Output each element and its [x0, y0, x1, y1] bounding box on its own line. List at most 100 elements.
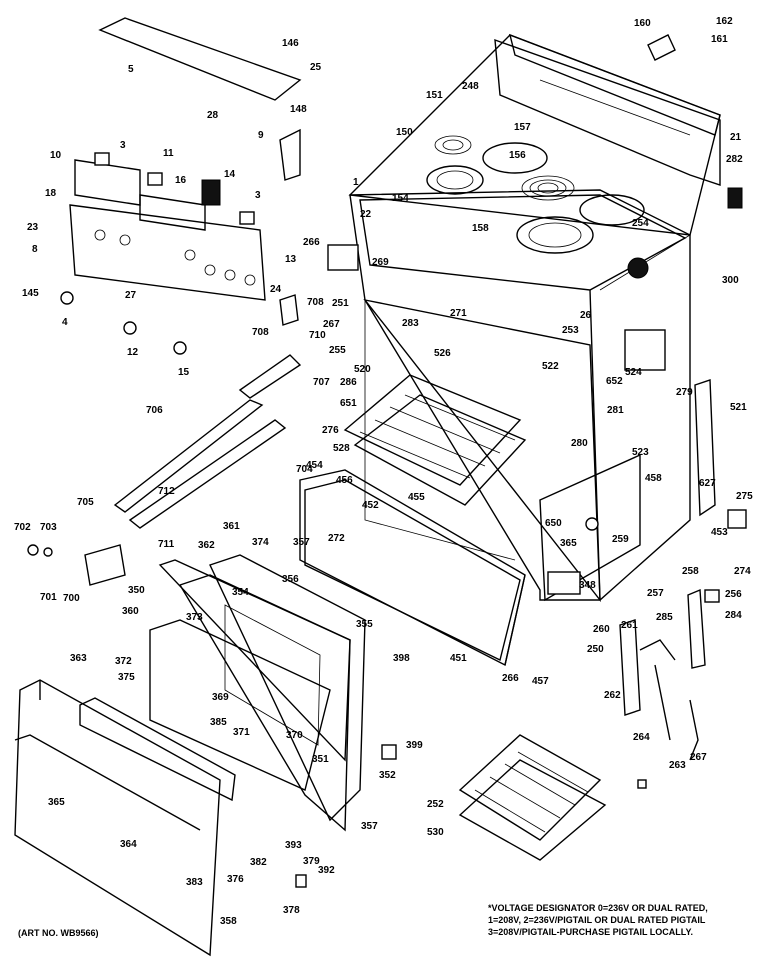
- part-label: 376: [227, 874, 244, 885]
- part-label: 705: [77, 497, 94, 508]
- part-label: 651: [340, 398, 357, 409]
- part-label: 26: [580, 310, 592, 321]
- part-label: 375: [118, 672, 135, 683]
- part-label: 259: [612, 534, 629, 545]
- part-label: 371: [233, 727, 250, 738]
- part-label: 352: [379, 770, 396, 781]
- part-label: 369: [212, 692, 229, 703]
- part-label: 275: [736, 491, 753, 502]
- part-label: 357: [293, 537, 310, 548]
- part-label: 160: [634, 18, 651, 29]
- control-panel: [69, 159, 266, 301]
- part-label: 393: [285, 840, 302, 851]
- part-label: 154: [392, 193, 409, 204]
- part-label: 283: [402, 318, 419, 329]
- part-label: 150: [396, 127, 413, 138]
- part-label: 708: [252, 327, 269, 338]
- part-label: 276: [322, 425, 339, 436]
- part-label: 457: [532, 676, 549, 687]
- oven-racks: [343, 374, 527, 506]
- part-label: 11: [163, 148, 174, 159]
- oven-rails: [113, 354, 302, 529]
- part-label: 357: [361, 821, 378, 832]
- broiler-pan: [458, 734, 607, 861]
- part-label: 710: [309, 330, 326, 341]
- part-label: 650: [545, 518, 562, 529]
- part-label: 284: [725, 610, 742, 621]
- rear-panel: [694, 379, 716, 517]
- side-panel: [539, 453, 641, 602]
- part-label: 18: [45, 188, 57, 199]
- part-label: 374: [252, 537, 269, 548]
- part-label: 251: [332, 298, 349, 309]
- hinges: [84, 544, 706, 716]
- part-label: 712: [158, 486, 175, 497]
- part-label: 3: [120, 140, 126, 151]
- part-label: 254: [632, 218, 649, 229]
- part-label: 5: [128, 64, 134, 75]
- top-trim: [98, 17, 302, 101]
- part-label: 21: [730, 132, 742, 143]
- part-label: 373: [186, 612, 203, 623]
- voltage-note-line-1: *VOLTAGE DESIGNATOR 0=236V OR DUAL RATED…: [488, 903, 708, 913]
- part-label: 258: [682, 566, 699, 577]
- part-label: 14: [224, 169, 236, 180]
- part-label: 348: [579, 580, 596, 591]
- part-label: 365: [48, 797, 65, 808]
- part-label: 10: [50, 150, 62, 161]
- part-label: 530: [427, 827, 444, 838]
- part-label: 286: [340, 377, 357, 388]
- cooktop-burners: [426, 135, 645, 254]
- part-label: 25: [310, 62, 322, 73]
- part-label: 12: [127, 347, 139, 358]
- part-label: 382: [250, 857, 267, 868]
- part-label: 521: [730, 402, 747, 413]
- part-label: 27: [125, 290, 137, 301]
- part-label: 711: [158, 539, 175, 550]
- part-label: 364: [120, 839, 137, 850]
- voltage-note-line-2: 1=208V, 2=236V/PIGTAIL OR DUAL RATED PIG…: [488, 915, 706, 925]
- part-label: 279: [676, 387, 693, 398]
- part-label: 255: [329, 345, 346, 356]
- part-label: 701: [40, 592, 57, 603]
- part-label: 523: [632, 447, 649, 458]
- part-label: 263: [669, 760, 686, 771]
- part-label: 455: [408, 492, 425, 503]
- part-label: 704: [296, 464, 313, 475]
- part-label: 383: [186, 877, 203, 888]
- part-label: 702: [14, 522, 31, 533]
- part-label: 707: [313, 377, 330, 388]
- part-label: 300: [722, 275, 739, 286]
- part-label: 706: [146, 405, 163, 416]
- part-label: 269: [372, 257, 389, 268]
- part-label: 266: [502, 673, 519, 684]
- part-label: 262: [604, 690, 621, 701]
- part-label: 24: [270, 284, 282, 295]
- part-label: 456: [336, 475, 353, 486]
- part-label: 148: [290, 104, 307, 115]
- part-label: 151: [426, 90, 443, 101]
- part-label: 524: [625, 367, 642, 378]
- part-label: 253: [562, 325, 579, 336]
- part-label: 385: [210, 717, 227, 728]
- part-label: 250: [587, 644, 604, 655]
- art-number: (ART NO. WB9566): [18, 928, 99, 938]
- part-label: 350: [128, 585, 145, 596]
- part-label: 22: [360, 209, 372, 220]
- part-label: 146: [282, 38, 299, 49]
- part-label: 248: [462, 81, 479, 92]
- part-label: 13: [285, 254, 297, 265]
- voltage-note-line-3: 3=208V/PIGTAIL-PURCHASE PIGTAIL LOCALLY.: [488, 927, 693, 937]
- part-label: 453: [711, 527, 728, 538]
- part-label: 1: [353, 177, 359, 188]
- part-label: 362: [198, 540, 215, 551]
- part-label: 351: [312, 754, 329, 765]
- part-label: 161: [711, 34, 728, 45]
- part-label: 252: [427, 799, 444, 810]
- part-label: 272: [328, 533, 345, 544]
- part-label: 526: [434, 348, 451, 359]
- part-label: 354: [232, 587, 249, 598]
- part-label: 256: [725, 589, 742, 600]
- part-label: 274: [734, 566, 751, 577]
